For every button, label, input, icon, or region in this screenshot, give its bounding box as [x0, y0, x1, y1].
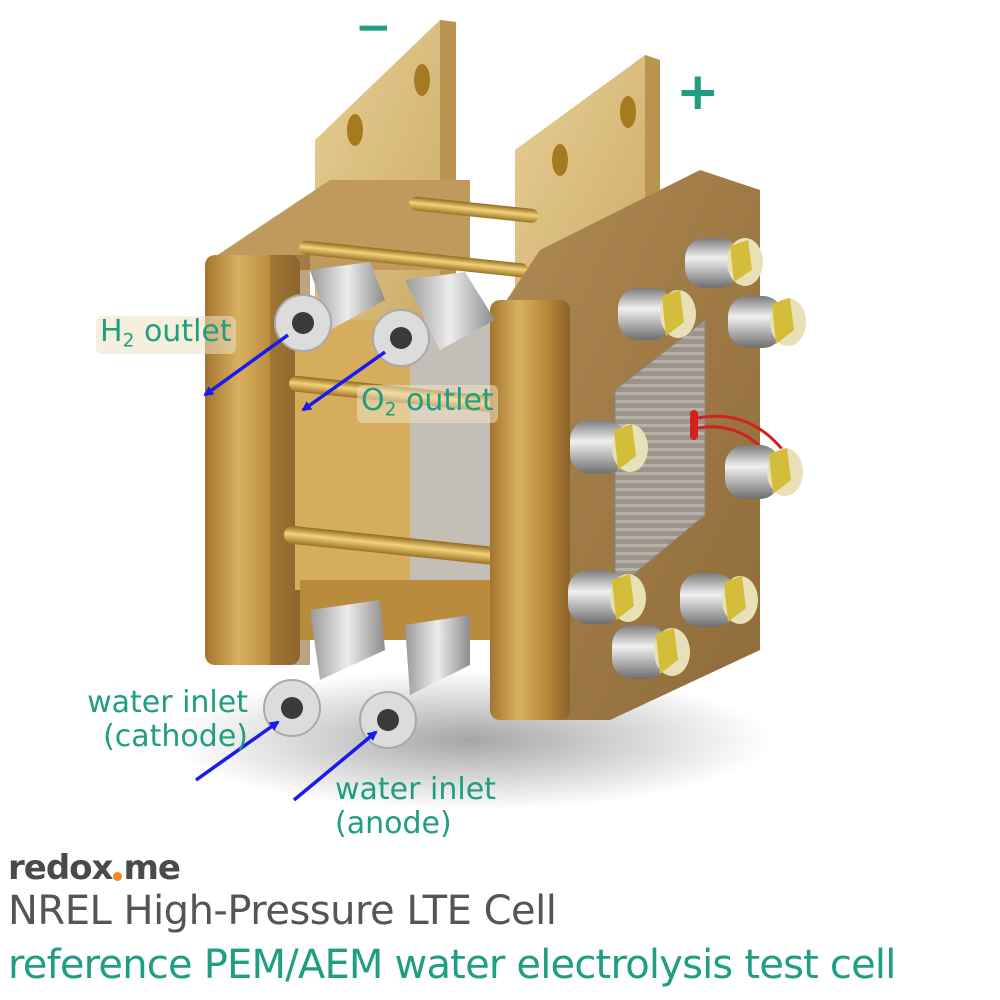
bolt	[570, 420, 648, 474]
h2-outlet-label: H2 outlet	[96, 314, 236, 355]
o2-outlet-label-rest: outlet	[396, 383, 494, 418]
bolt	[568, 570, 646, 624]
water-inlet-cathode-line2: (cathode)	[103, 719, 248, 754]
product-title: NREL High-Pressure LTE Cell	[8, 888, 557, 934]
brand-logo-part2: me	[123, 848, 180, 888]
bolts	[568, 238, 806, 679]
bolt	[680, 573, 758, 627]
water-inlet-cathode-arrow	[194, 720, 280, 782]
o2-outlet-label-sub: 2	[384, 399, 397, 421]
water-inlet-anode-label: water inlet (anode)	[335, 775, 496, 839]
h2-outlet-label-rest: outlet	[134, 314, 232, 349]
bolt	[612, 625, 690, 679]
h2-outlet-label-main: H	[100, 314, 123, 349]
o2-outlet-label: O2 outlet	[357, 383, 498, 424]
brand-dot-icon	[113, 872, 123, 881]
water-inlet-cathode-line1: water inlet	[87, 685, 248, 720]
h2-outlet-label-sub: 2	[122, 330, 135, 352]
callout-arrows	[194, 333, 387, 802]
o2-outlet-arrow	[301, 350, 387, 412]
negative-terminal-label: −	[355, 2, 392, 53]
water-inlet-cathode-label: water inlet (cathode)	[52, 688, 248, 752]
water-inlet-anode-arrow	[292, 730, 378, 802]
bolt	[685, 238, 763, 288]
water-inlet-anode-line1: water inlet	[335, 772, 496, 807]
positive-terminal-label: +	[676, 62, 720, 122]
bolt	[725, 445, 803, 499]
bolt	[618, 288, 696, 340]
h2-outlet-fitting[interactable]	[274, 262, 385, 352]
product-subtitle: reference PEM/AEM water electrolysis tes…	[8, 942, 896, 988]
h2-outlet-arrow	[203, 333, 290, 397]
brand-logo-part1: redox	[8, 848, 113, 888]
center-cell-body	[295, 320, 505, 640]
o2-outlet-label-main: O	[361, 383, 385, 418]
bolt	[728, 296, 806, 348]
heater-pad	[614, 318, 792, 592]
o2-outlet-fitting[interactable]	[372, 272, 495, 367]
water-inlet-anode-line2: (anode)	[335, 806, 452, 841]
